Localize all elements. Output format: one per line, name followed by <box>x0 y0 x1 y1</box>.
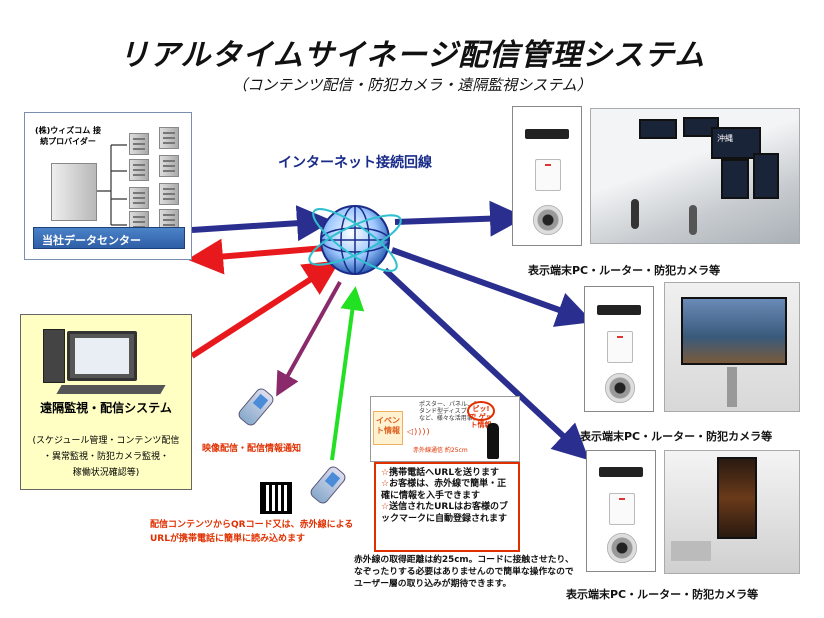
server-icon <box>129 159 149 181</box>
signage-screen <box>681 297 787 365</box>
site-1-devices <box>512 106 582 246</box>
camera-icon <box>607 533 637 563</box>
qr-text-line: 配信コンテンツからQRコード又は、赤外線による <box>150 520 354 530</box>
infrared-promo-illustration: ポスター、パネル、スタンド型ディスプレイなど、様々な活用事例 イベント情報 ピッ… <box>370 396 520 462</box>
site-3-caption: 表示端末PC・ルーター・防犯カメラ等 <box>566 588 759 601</box>
server-icon <box>159 127 179 149</box>
site-2-devices <box>584 286 654 412</box>
internet-label: インターネット接続回線 <box>278 155 432 171</box>
signage-screen <box>639 119 677 139</box>
site-2-photo <box>664 282 800 412</box>
promo-caption: ポスター、パネル、スタンド型ディスプレイなど、様々な活用事例 <box>419 401 479 422</box>
server-icon <box>129 187 149 209</box>
site-3-photo <box>664 450 800 574</box>
signage-screen <box>753 153 779 199</box>
set-top-box-icon <box>599 467 643 477</box>
server-icon <box>129 133 149 155</box>
signage-screen: 沖縄 <box>711 127 761 159</box>
provider-label: (株)ウィズコム 接続プロバイダー <box>34 126 102 146</box>
server-icon <box>159 183 179 205</box>
arrow-internet-to-site-2 <box>390 247 593 327</box>
person-silhouette <box>689 205 697 235</box>
infrared-note: 赤外線の取得距離は約25cm。コードに接触させたり、なぞったりする必要はありませ… <box>354 555 574 589</box>
event-poster: イベント情報 <box>373 411 403 445</box>
datacenter-panel: (株)ウィズコム 接続プロバイダー 当社データセンター <box>24 112 192 260</box>
main-server-icon <box>51 163 97 221</box>
site-2-caption: 表示端末PC・ルーター・防犯カメラ等 <box>580 430 773 443</box>
arrow-internet-to-site-3 <box>382 267 590 461</box>
info-text: お客様は、赤外線で簡単・正確に情報を入手できます <box>381 479 507 501</box>
set-top-box-icon <box>597 305 641 315</box>
infrared-info-box: ☆携帯電話へURLを送ります ☆お客様は、赤外線で簡単・正確に情報を入手できます… <box>374 462 520 552</box>
set-top-box-icon <box>525 129 569 139</box>
keyboard-icon <box>56 385 166 394</box>
datacenter-label: 当社データセンター <box>33 227 185 249</box>
router-icon <box>609 493 635 525</box>
remote-line: 稼働状況確認等) <box>72 468 140 478</box>
video-notice-label: 映像配信・配信情報通知 <box>202 444 302 454</box>
info-item: ☆送信されたURLはお客様のブックマークに自動登録されます <box>381 502 509 524</box>
info-text: 送信されたURLはお客様のブックマークに自動登録されます <box>381 502 509 524</box>
arrow-datacenter-to-internet <box>191 205 333 242</box>
monitor-icon <box>67 331 137 381</box>
camera-icon <box>605 373 635 403</box>
qr-text-line: URLが携帯電話に簡単に読み込めます <box>150 534 305 544</box>
remote-system-title: 遠隔監視・配信システム <box>40 401 172 415</box>
arrow-internet-to-datacenter <box>187 238 326 275</box>
page-title: リアルタイムサイネージ配信管理システム <box>118 38 706 73</box>
remote-system-description: (スケジュール管理・コンテンツ配信 ・異常監視・防犯カメラ監視・ 稼働状況確認等… <box>21 433 191 481</box>
range-label: 赤外線通信 約25cm <box>413 447 468 454</box>
bench <box>671 541 711 561</box>
infrared-wave-icon: ◁)))) <box>407 427 431 436</box>
signage-screen <box>721 159 749 199</box>
signage-screen <box>717 457 757 539</box>
qr-description: 配信コンテンツからQRコード又は、赤外線による URLが携帯電話に簡単に読み込め… <box>150 518 353 546</box>
arrow-internet-to-site-1 <box>394 200 526 237</box>
site-1-caption: 表示端末PC・ルーター・防犯カメラ等 <box>528 264 721 277</box>
site-1-photo: 沖縄 <box>590 108 800 244</box>
internet-globe-icon <box>308 205 402 275</box>
remote-line: ・異常監視・防犯カメラ監視・ <box>42 452 169 462</box>
page-subtitle: （コンテンツ配信・防犯カメラ・遠隔監視システム） <box>232 76 592 94</box>
remote-line: (スケジュール管理・コンテンツ配信 <box>32 436 180 446</box>
camera-icon <box>533 205 563 235</box>
person-silhouette <box>631 199 639 229</box>
info-item: ☆携帯電話へURLを送ります <box>381 468 500 478</box>
pc-tower-icon <box>43 329 65 383</box>
arrow-internet-to-phone <box>276 281 342 397</box>
server-icon <box>159 155 179 177</box>
router-icon <box>535 159 561 191</box>
qr-code-icon <box>260 482 292 514</box>
arrow-remote-to-internet <box>190 260 341 359</box>
person-silhouette <box>487 423 499 459</box>
info-text: 携帯電話へURLを送ります <box>389 468 500 478</box>
server-tree-lines <box>97 144 127 226</box>
arrow-phone-to-internet <box>330 286 365 461</box>
router-icon <box>607 331 633 363</box>
site-3-devices <box>586 450 656 572</box>
beep-bubble: ピッ!で ゲット情報 <box>467 401 495 429</box>
remote-system-panel: 遠隔監視・配信システム (スケジュール管理・コンテンツ配信 ・異常監視・防犯カメ… <box>20 314 192 490</box>
info-item: ☆お客様は、赤外線で簡単・正確に情報を入手できます <box>381 479 507 501</box>
screen-stand <box>727 367 737 407</box>
